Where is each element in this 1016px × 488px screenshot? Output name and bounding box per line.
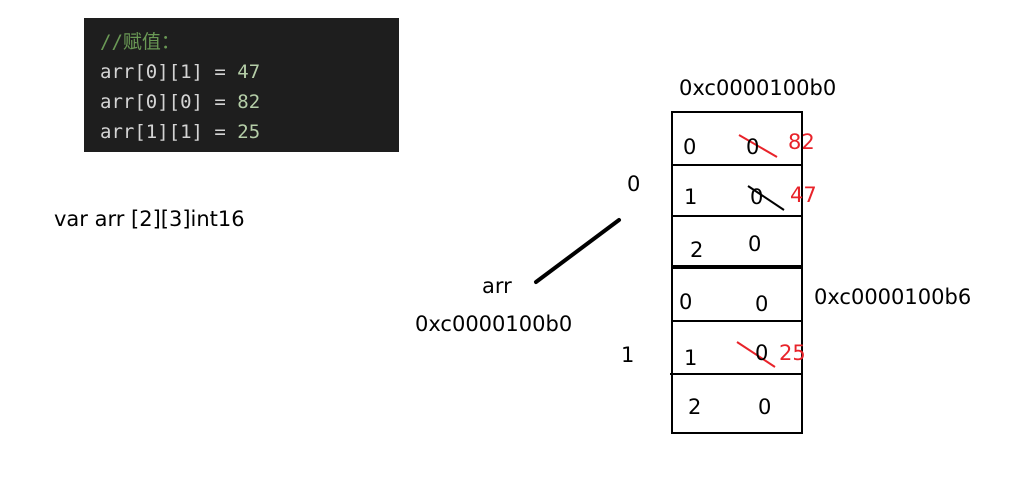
code-line-2: arr[0][0] = 82: [100, 87, 399, 117]
row-index-0: 0: [627, 172, 641, 196]
row-index-1: 1: [621, 343, 635, 367]
code-line-op: =: [202, 121, 238, 143]
array-declaration: var arr [2][3]int16: [54, 207, 245, 231]
code-comment: //赋值：: [100, 31, 180, 53]
code-line-value: 82: [237, 91, 261, 113]
cell-old-value: 0: [750, 185, 764, 209]
cell-old-value: 0: [755, 292, 769, 316]
strike-mark: [738, 134, 778, 158]
cell-new-value: 82: [788, 130, 815, 154]
code-line-op: =: [202, 61, 238, 83]
strike-mark: [736, 341, 776, 368]
code-line-lhs: arr[1][1]: [100, 121, 203, 143]
cell-index: 2: [690, 238, 704, 262]
code-line-3: arr[1][1] = 25: [100, 117, 399, 147]
code-line-value: 25: [237, 121, 261, 143]
code-snippet: //赋值： arr[0][1] = 47 arr[0][0] = 82 arr[…: [84, 18, 399, 152]
cell-new-value: 25: [779, 341, 806, 365]
pointer-arrow-line: [534, 218, 621, 284]
row-0-address: 0xc0000100b0: [679, 76, 837, 100]
cell-old-value: 0: [755, 341, 769, 365]
pointer-address: 0xc0000100b0: [415, 312, 573, 336]
row-1-address: 0xc0000100b6: [814, 285, 972, 309]
cell-new-value: 47: [790, 183, 817, 207]
code-line-op: =: [202, 91, 238, 113]
code-line-1: arr[0][1] = 47: [100, 57, 399, 87]
memory-block-border: [671, 111, 803, 434]
cell-index: 1: [684, 346, 698, 370]
cell-index: 1: [684, 185, 698, 209]
code-line-lhs: arr[0][0]: [100, 91, 203, 113]
cell-old-value: 0: [758, 395, 772, 419]
cell-old-value: 0: [748, 232, 762, 256]
pointer-name: arr: [482, 274, 512, 298]
cell-index: 2: [688, 395, 702, 419]
cell-index: 0: [679, 290, 693, 314]
strike-mark: [747, 185, 785, 211]
cell-old-value: 0: [746, 135, 760, 159]
code-line-value: 47: [237, 61, 261, 83]
cell-index: 0: [683, 135, 697, 159]
code-line-lhs: arr[0][1]: [100, 61, 203, 83]
